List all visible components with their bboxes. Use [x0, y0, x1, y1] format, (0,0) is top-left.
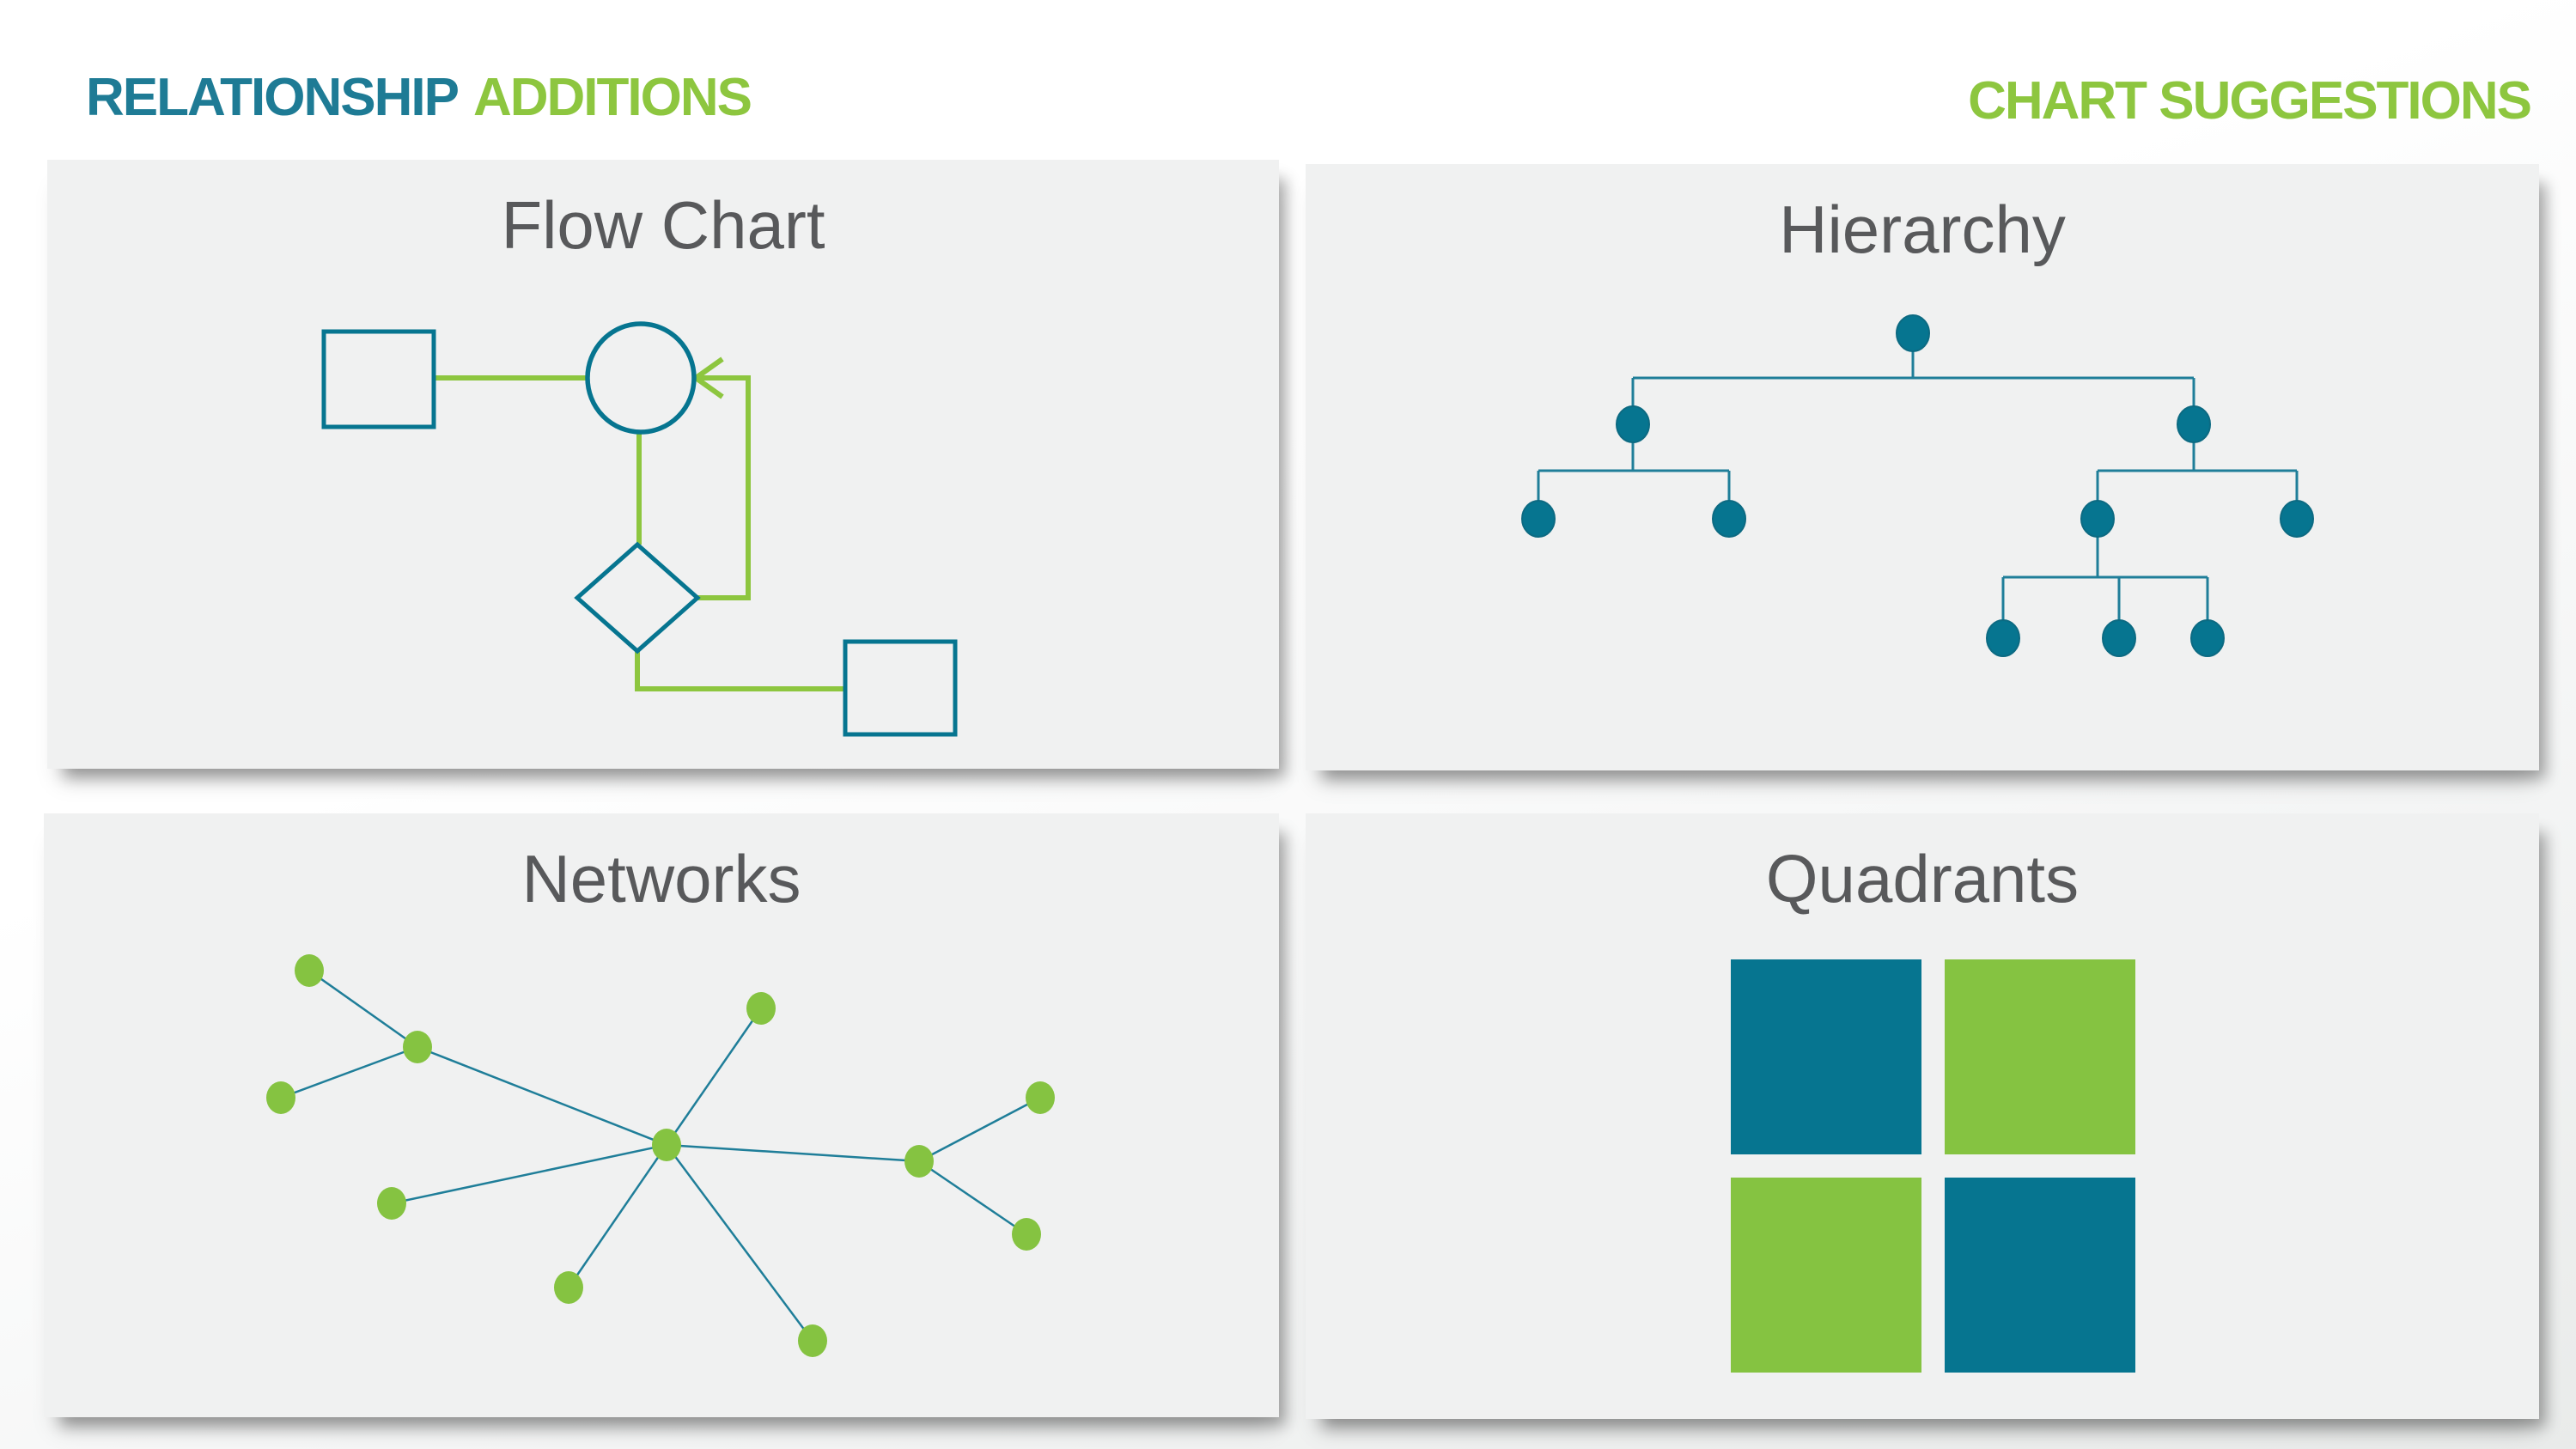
network-edge [918, 1096, 1041, 1163]
panel-title-quadrants: Quadrants [1765, 841, 2080, 916]
decision-diamond [574, 541, 701, 654]
quadrant-bottom-right [1945, 1178, 2135, 1373]
panel-networks: Networks [44, 813, 1279, 1417]
network-edge [918, 1160, 1027, 1236]
process-box-bottom-right [843, 639, 958, 737]
quadrant-top-right [1945, 959, 2135, 1154]
tree-node-root [1896, 314, 1930, 352]
network-node-hub [652, 1129, 681, 1161]
network-edge [391, 1143, 667, 1205]
network-node [1026, 1081, 1055, 1114]
panel-title-networks: Networks [521, 841, 801, 916]
network-node [554, 1271, 583, 1304]
network-node [904, 1145, 934, 1178]
start-circle [585, 321, 697, 435]
tree-node [2177, 405, 2211, 443]
network-edge [665, 1008, 763, 1146]
network-node [266, 1081, 295, 1114]
network-edge [666, 1143, 920, 1163]
flow-chart-diagram [321, 321, 958, 737]
panel-quadrants: Quadrants [1306, 813, 2539, 1419]
quadrant-top-left [1731, 959, 1921, 1154]
network-edge [665, 1144, 814, 1342]
header-chart-suggestions-label: CHART SUGGESTIONS [1968, 71, 2532, 131]
network-node [1012, 1218, 1041, 1251]
tree-node [1521, 500, 1556, 538]
process-box-top-left [321, 329, 436, 429]
network-node [403, 1031, 432, 1063]
connector-diamond-to-square [635, 651, 845, 691]
header-relationship-label: RELATIONSHIP [86, 68, 460, 127]
panel-title-hierarchy: Hierarchy [1779, 192, 2066, 267]
network-node [295, 954, 324, 987]
tree-node [2102, 619, 2136, 657]
tree-node [1986, 619, 2020, 657]
network-node [746, 992, 776, 1025]
quadrants-diagram [1731, 959, 2135, 1373]
network-edge [417, 1045, 667, 1147]
tree-node [2190, 619, 2225, 657]
tree-node [1712, 500, 1746, 538]
network-node [798, 1324, 827, 1357]
networks-diagram [266, 954, 1055, 1357]
network-edge [308, 969, 418, 1049]
panel-title-flow-chart: Flow Chart [501, 187, 825, 263]
network-edge [280, 1045, 418, 1099]
tree-node [1616, 405, 1650, 443]
network-edge [567, 1144, 668, 1288]
hierarchy-diagram [1521, 314, 2314, 657]
connector-loop-line [697, 375, 751, 600]
tree-node [2080, 500, 2115, 538]
tree-node [2280, 500, 2314, 538]
header-relationship-additions: RELATIONSHIP ADDITIONS [86, 67, 752, 128]
panel-hierarchy: Hierarchy [1306, 164, 2539, 770]
panel-flow-chart: Flow Chart [47, 160, 1279, 769]
header-additions-label: ADDITIONS [472, 68, 752, 127]
quadrant-bottom-left [1731, 1178, 1921, 1373]
network-node [377, 1187, 406, 1220]
